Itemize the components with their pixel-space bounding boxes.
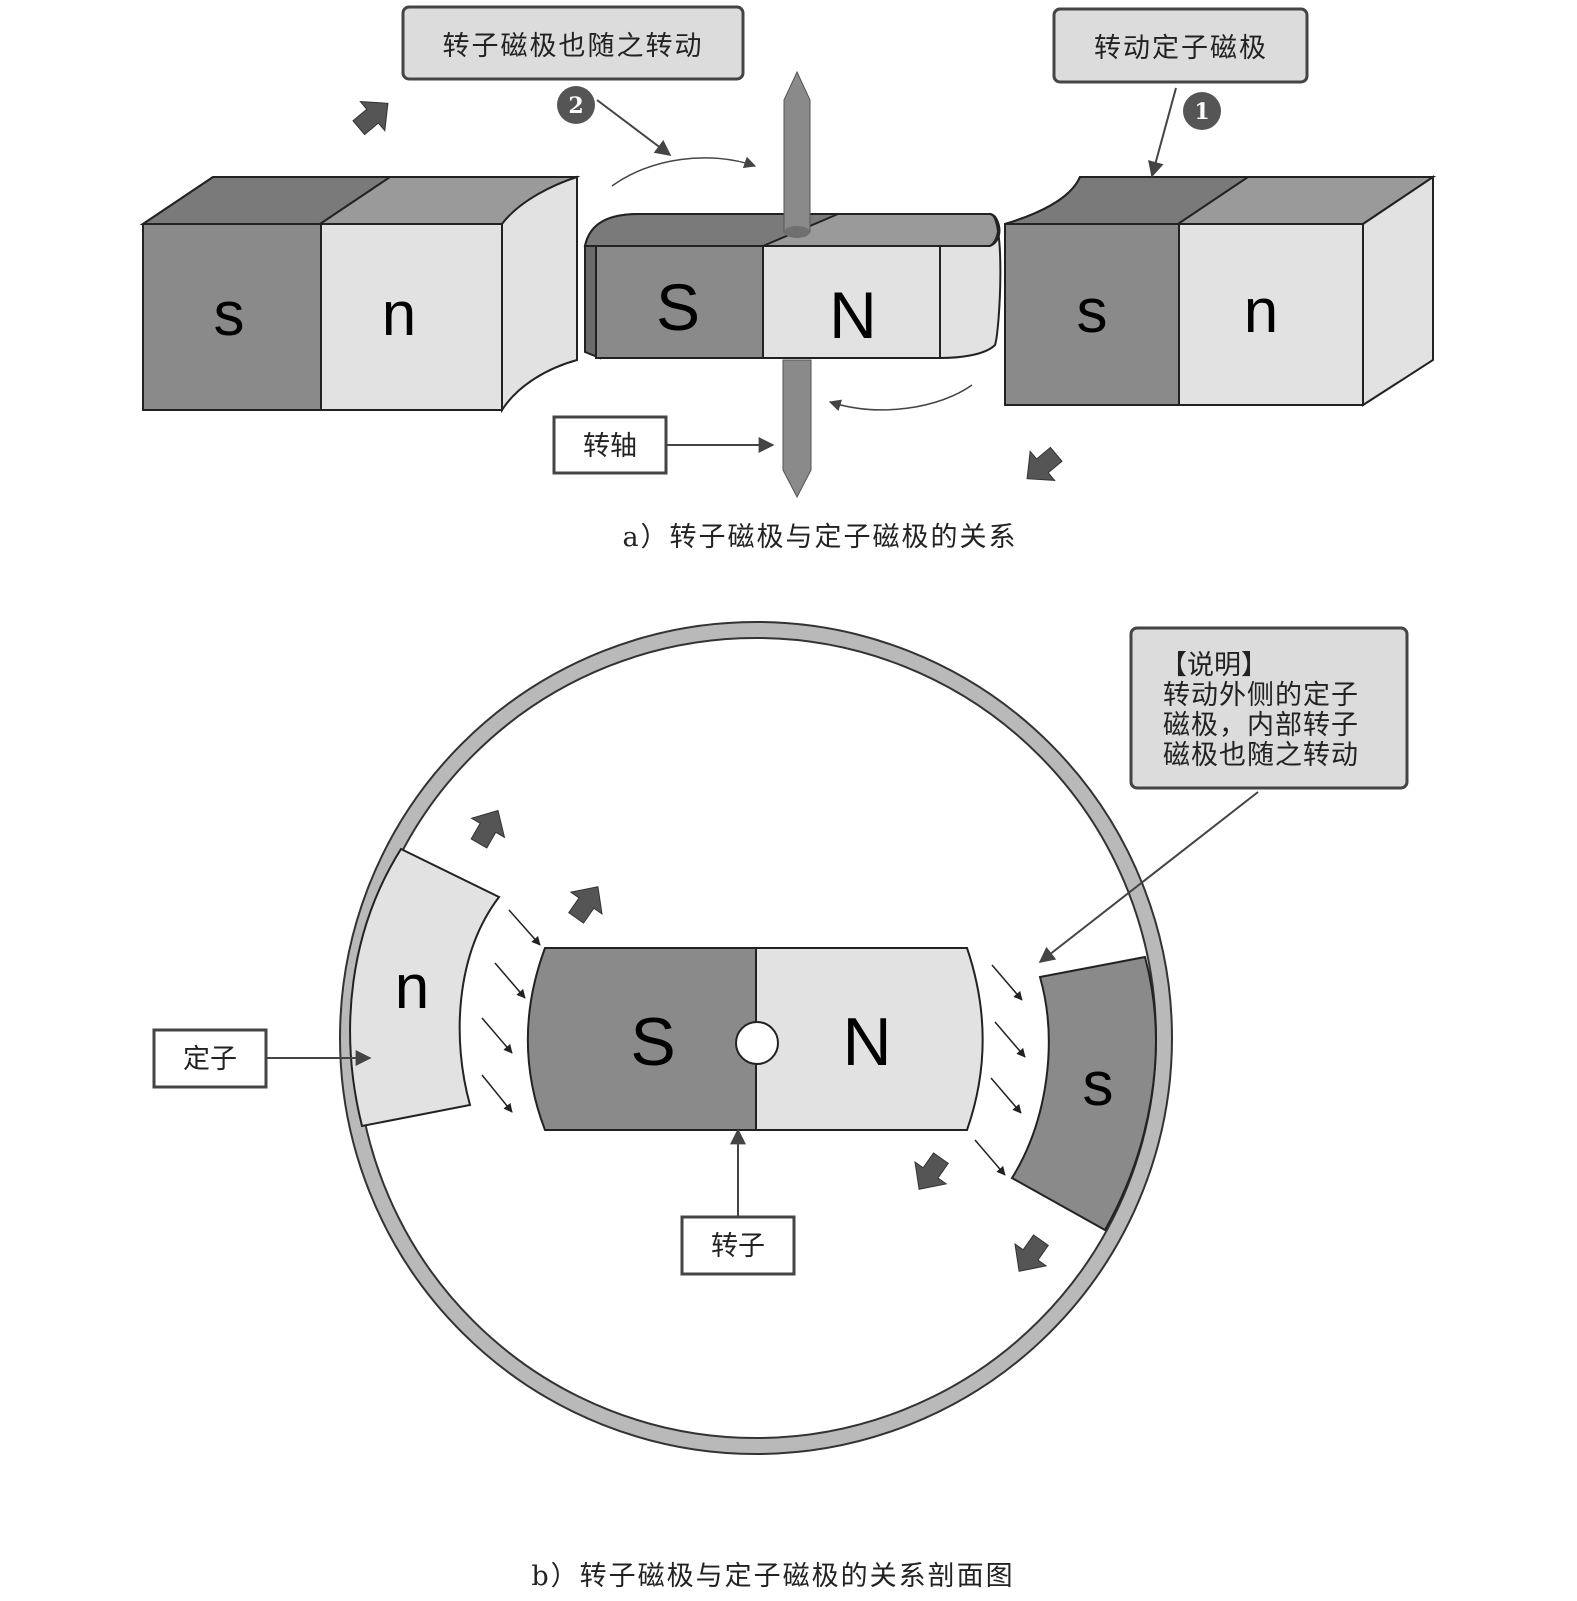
svg-text:转子: 转子 xyxy=(711,1231,765,1262)
note-title: 【说明】 xyxy=(1160,650,1268,681)
callout-rotor-text: 转子磁极也随之转动 xyxy=(443,31,704,62)
shaft-label: 转轴 xyxy=(552,415,775,475)
note-callout: 【说明】 转动外侧的定子 磁极，内部转子 磁极也随之转动 xyxy=(1038,626,1409,963)
rotation-arrow-bottom xyxy=(828,384,973,412)
svg-text:n: n xyxy=(395,953,429,1022)
rotor-n-label-a: N xyxy=(829,278,877,352)
stator-pole-n: n xyxy=(349,847,501,1128)
motion-arrow-b3 xyxy=(914,1152,949,1190)
svg-text:2: 2 xyxy=(568,93,583,119)
note-line-2: 磁极，内部转子 xyxy=(1163,710,1359,741)
svg-text:转轴: 转轴 xyxy=(583,431,637,462)
flux-arrows-left xyxy=(481,909,541,1113)
part-b: n s S N xyxy=(152,621,1409,1592)
left-stator-block: s n xyxy=(139,175,581,414)
flux-arrows-right xyxy=(974,964,1026,1176)
rotor-shaft xyxy=(782,70,812,499)
svg-text:S: S xyxy=(630,1004,675,1080)
shaft-hole xyxy=(735,1021,779,1065)
rotor-label: 转子 xyxy=(680,1128,796,1276)
svg-text:1: 1 xyxy=(1194,99,1209,125)
svg-text:定子: 定子 xyxy=(183,1044,237,1075)
motion-arrow-b1 xyxy=(470,809,506,849)
stator-label: 定子 xyxy=(152,1028,372,1089)
svg-text:s: s xyxy=(1083,1050,1114,1119)
motion-arrow-b4 xyxy=(1014,1234,1049,1272)
note-line-3: 磁极也随之转动 xyxy=(1163,740,1359,771)
part-a: s n S N s n xyxy=(139,5,1437,553)
stator-pole-s: s xyxy=(1010,955,1157,1232)
callout-stator: 转动定子磁极 1 xyxy=(1052,7,1309,178)
caption-a: a）转子磁极与定子磁极的关系 xyxy=(622,522,1017,553)
rotation-arrow-top xyxy=(611,156,757,187)
step-2-badge xyxy=(557,86,595,124)
rotor-magnet: S N xyxy=(583,213,1002,360)
caption-b: b）转子磁极与定子磁极的关系剖面图 xyxy=(531,1561,1014,1592)
note-line-1: 转动外侧的定子 xyxy=(1163,680,1359,711)
motion-arrow-left xyxy=(352,101,389,136)
right-stator-block: s n xyxy=(1004,175,1437,407)
step-1-badge xyxy=(1183,92,1221,130)
callout-stator-text: 转动定子磁极 xyxy=(1094,33,1268,64)
motion-arrow-right xyxy=(1026,446,1063,481)
svg-text:N: N xyxy=(842,1004,891,1080)
callout-rotor: 转子磁极也随之转动 2 xyxy=(401,5,745,156)
rotor-s-label-a: S xyxy=(656,270,700,344)
rotor-cross-section: S N xyxy=(526,947,984,1131)
right-stator-s-label: s xyxy=(1077,277,1108,346)
right-stator-n-label: n xyxy=(1244,277,1278,346)
left-stator-s-label: s xyxy=(214,280,245,349)
motion-arrow-b2 xyxy=(568,886,603,924)
left-stator-n-label: n xyxy=(382,280,416,349)
